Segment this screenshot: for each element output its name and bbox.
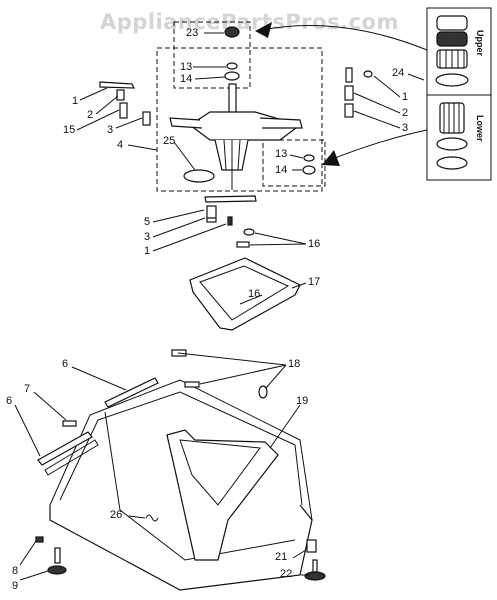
callout-8: 8 <box>12 565 19 577</box>
callout-9: 9 <box>12 580 19 592</box>
callout-19: 19 <box>296 395 309 407</box>
inset-label-upper: Upper <box>475 30 485 57</box>
leader-lines <box>14 32 425 581</box>
callout-5: 5 <box>144 216 151 228</box>
callout-1: 1 <box>402 91 409 103</box>
callout-2: 2 <box>402 107 409 119</box>
callout-14: 14 <box>180 73 193 85</box>
callout-25: 25 <box>163 135 176 147</box>
callout-1: 1 <box>144 245 151 257</box>
callout-16: 16 <box>308 238 321 250</box>
callout-16: 16 <box>248 288 261 300</box>
bearing-inset <box>426 7 492 181</box>
callout-6: 6 <box>6 395 13 407</box>
callout-26: 26 <box>110 509 123 521</box>
callout-7: 7 <box>24 383 31 395</box>
callout-14: 14 <box>275 164 288 176</box>
callout-22: 22 <box>280 568 293 580</box>
callout-21: 21 <box>275 551 288 563</box>
callout-4: 4 <box>117 139 124 151</box>
callout-3: 3 <box>402 122 409 134</box>
inset-label-lower: Lower <box>475 115 485 142</box>
callout-17: 17 <box>308 276 321 288</box>
callout-3: 3 <box>144 231 151 243</box>
callout-13: 13 <box>275 148 288 160</box>
callout-13: 13 <box>180 61 193 73</box>
callout-1: 1 <box>72 95 79 107</box>
callout-2: 2 <box>87 109 94 121</box>
callout-23: 23 <box>186 27 199 39</box>
callout-15: 15 <box>63 124 76 136</box>
callout-3: 3 <box>107 124 114 136</box>
callout-18: 18 <box>288 358 301 370</box>
callout-6: 6 <box>62 358 69 370</box>
callout-24: 24 <box>392 67 405 79</box>
